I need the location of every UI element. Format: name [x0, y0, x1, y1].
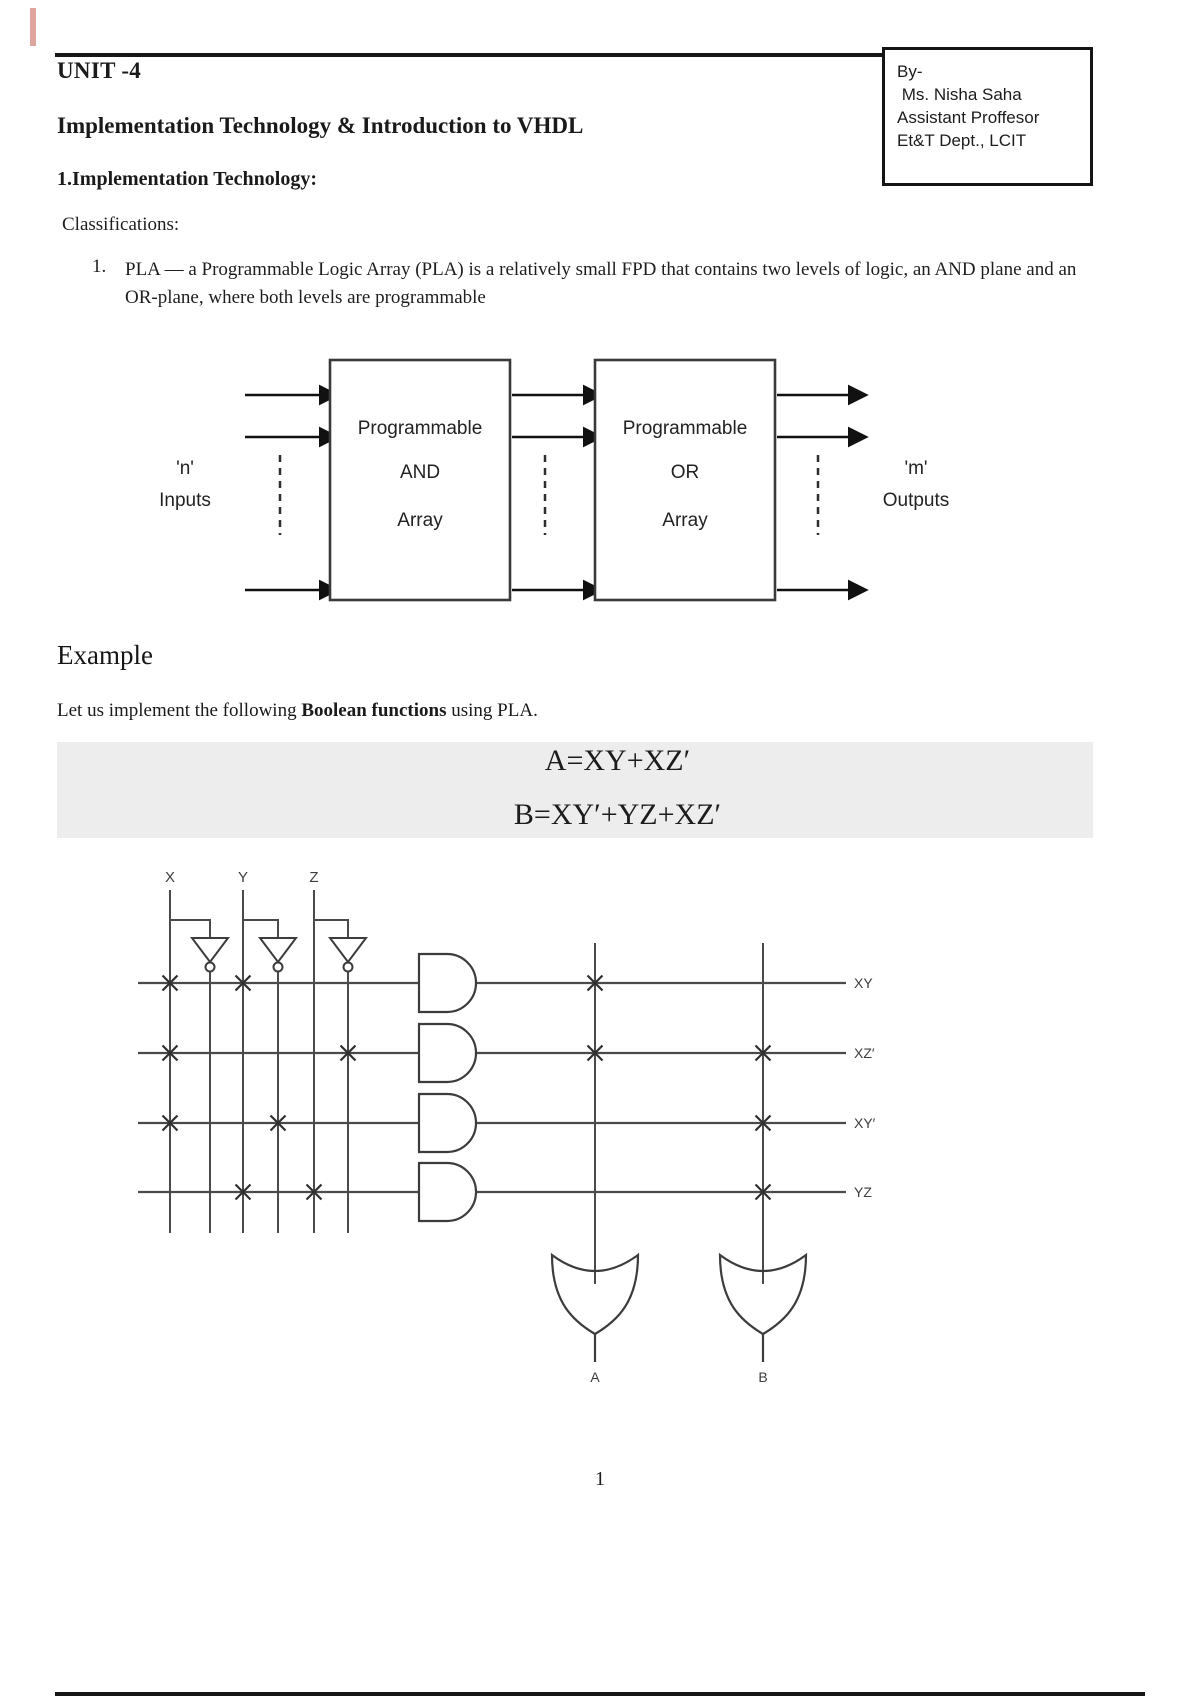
intro-suffix: using PLA. [446, 700, 538, 721]
m-outputs-label-2: Outputs [883, 490, 950, 511]
output-label-a: A [590, 1369, 600, 1385]
term-label-yz: YZ [854, 1184, 872, 1200]
or-box-label-3: Array [662, 510, 708, 531]
input-label-z: Z [309, 869, 318, 886]
section-heading: 1.Implementation Technology: [57, 168, 318, 190]
unit-heading: UNIT -4 [57, 58, 142, 83]
m-outputs-label-1: 'm' [904, 458, 927, 479]
input-label-y: Y [238, 869, 248, 886]
n-inputs-label-2: Inputs [159, 490, 211, 511]
or-box-label-1: Programmable [623, 418, 748, 439]
output-label-b: B [758, 1369, 767, 1385]
term-label-xy: XY [854, 975, 873, 991]
or-plane-crosspoints [586, 974, 772, 1201]
list-item-pla: 1. PLA — a Programmable Logic Array (PLA… [92, 256, 1080, 312]
term-label-xy-prime: XY′ [854, 1115, 876, 1131]
or-gates [550, 1252, 808, 1362]
or-plane-columns [594, 943, 764, 1284]
pla-block-diagram: Programmable AND Array Programmable OR A… [159, 358, 950, 602]
middle-arrows [512, 384, 604, 601]
top-rule [55, 53, 882, 57]
page-title: Implementation Technology & Introduction… [57, 113, 584, 138]
equation-b: B=XY′+YZ+XZ′ [513, 798, 722, 831]
or-box-label-2: OR [671, 462, 700, 483]
byline-line-1: By- [897, 62, 923, 81]
and-plane-crosspoints [161, 974, 357, 1201]
and-box-label-1: Programmable [358, 418, 483, 439]
example-intro: Let us implement the following Boolean f… [57, 700, 538, 722]
list-item-text: PLA — a Programmable Logic Array (PLA) i… [125, 259, 1077, 308]
intro-bold: Boolean functions [301, 700, 447, 721]
n-inputs-label-1: 'n' [176, 458, 194, 479]
and-box-label-3: Array [397, 510, 443, 531]
input-arrows [245, 384, 340, 601]
author-box: By- Ms. Nisha Saha Assistant Proffesor E… [882, 47, 1093, 186]
term-label-xz-prime: XZ′ [854, 1045, 875, 1061]
intro-prefix: Let us implement the following [57, 700, 302, 721]
and-array-box [328, 358, 512, 602]
pla-circuit-diagram: X Y Z [138, 869, 876, 1385]
example-heading: Example [57, 640, 153, 670]
or-array-box [593, 358, 777, 602]
input-label-x: X [165, 869, 175, 886]
and-box-label-2: AND [400, 462, 440, 483]
byline-line-4: Et&T Dept., LCIT [897, 131, 1027, 150]
ellipsis-dashes [278, 455, 820, 535]
product-term-lines [138, 981, 846, 1194]
output-arrows [777, 384, 869, 601]
red-scan-artifact [30, 8, 36, 46]
input-lines [169, 890, 349, 1233]
classifications-label: Classifications: [62, 214, 180, 235]
list-item-number: 1. [92, 256, 107, 277]
byline-line-3: Assistant Proffesor [897, 108, 1040, 127]
equation-block: A=XY+XZ′ B=XY′+YZ+XZ′ [57, 742, 1093, 838]
inverter-gates [190, 937, 368, 973]
byline-line-2: Ms. Nisha Saha [897, 85, 1022, 104]
equation-a: A=XY+XZ′ [544, 744, 691, 777]
bottom-rule [55, 1692, 1145, 1696]
page-number: 1 [595, 1468, 605, 1490]
and-gates [417, 952, 478, 1223]
